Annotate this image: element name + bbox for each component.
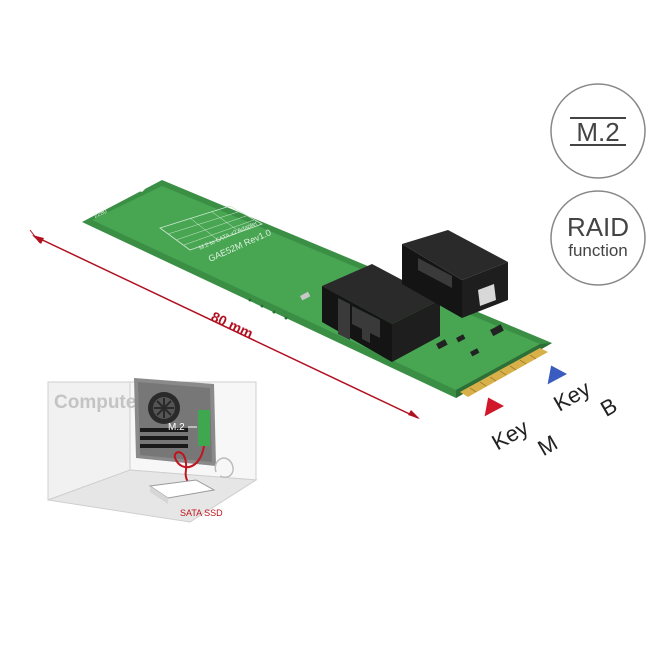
key-m-marker-icon: [484, 397, 504, 417]
inset-m2-label: M.2: [168, 422, 185, 433]
inset-computer-label: Computer: [54, 392, 144, 413]
sata-connector-2: [402, 230, 508, 318]
key-m-label: Key: [487, 414, 532, 455]
key-b-marker-icon: [547, 365, 567, 385]
pcb-code-silkscreen: 2280: [93, 209, 108, 220]
dimension-label: 80 mm: [209, 308, 256, 341]
key-b-label: Key: [549, 376, 594, 417]
key-b-letter: B: [596, 393, 621, 422]
dimension-line: [29, 229, 420, 419]
gold-contacts: [460, 348, 548, 397]
raid-badge-label: RAID: [567, 212, 629, 242]
raid-badge-sublabel: function: [568, 241, 628, 260]
sata-connector-1: [322, 264, 440, 362]
installation-inset: Computer M.2 SATA SSD: [47, 378, 258, 523]
raid-badge: RAID function: [550, 190, 646, 286]
inset-m2-module: [198, 410, 210, 446]
key-m-letter: M: [533, 430, 561, 461]
m2-badge-label: M.2: [576, 117, 619, 147]
inset-sata-ssd-label: SATA SSD: [180, 508, 223, 518]
m2-badge: M.2: [550, 83, 646, 179]
